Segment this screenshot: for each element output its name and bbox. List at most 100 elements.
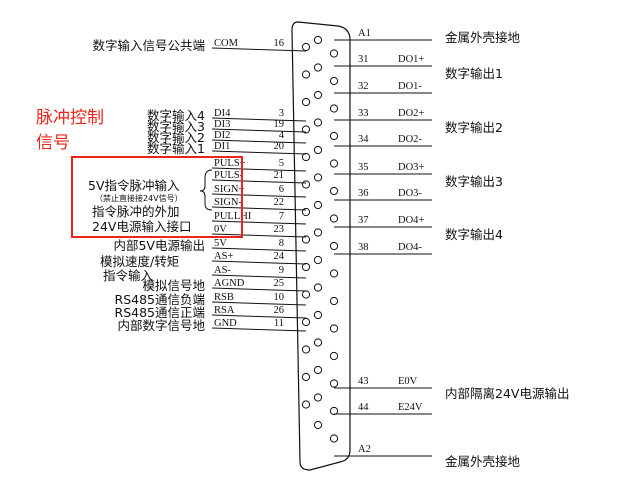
left-pin-label: 数字输入2	[147, 130, 205, 145]
hole	[301, 152, 311, 162]
left-signal-name: GND	[214, 318, 237, 329]
left-pin-number: 21	[274, 170, 285, 181]
hole	[313, 228, 323, 237]
left-wire	[211, 233, 307, 238]
left-pin-label: 数字输入信号公共端	[92, 38, 205, 53]
hole	[313, 283, 323, 292]
hole	[313, 173, 323, 182]
left-pin-number: 23	[274, 224, 285, 235]
left-wire	[211, 139, 307, 144]
right-signal-name: E24V	[398, 402, 423, 413]
pulse-input-label: 5V指令脉冲输入	[88, 178, 180, 193]
left-signal-name: 5V	[214, 238, 227, 249]
left-pin-label: 内部5V电源输出	[113, 238, 205, 253]
hole	[301, 372, 311, 382]
hole	[329, 324, 339, 333]
left-pin-label: 模拟信号地	[142, 278, 205, 293]
left-wire	[211, 150, 307, 155]
right-pin-desc: 数字输出1	[445, 66, 503, 81]
right-pin-desc: 金属外壳接地	[445, 30, 521, 45]
right-pin-desc: 内部隔离24V电源输出	[445, 386, 569, 401]
hole	[329, 104, 339, 113]
hole	[313, 118, 323, 127]
hole	[301, 125, 311, 134]
hole	[329, 214, 339, 223]
left-wire	[211, 260, 307, 265]
left-pin-label: 内部数字信号地	[117, 318, 205, 333]
left-pin-number: 24	[274, 251, 285, 262]
hole	[329, 76, 339, 86]
left-pin-number: 7	[279, 211, 284, 222]
hole	[301, 290, 311, 299]
left-signal-name: AGND	[214, 278, 245, 289]
right-pin-number: 38	[358, 242, 369, 253]
left-pin-number: 8	[279, 238, 284, 249]
left-wire	[211, 167, 307, 172]
hole	[301, 42, 311, 52]
left-signal-name: DI2	[214, 130, 230, 141]
left-pin-number: 10	[274, 292, 285, 303]
hole	[329, 379, 339, 388]
left-pin-label: RS485通信正端	[115, 305, 205, 320]
right-signal-name: DO2-	[398, 134, 422, 145]
right-pin-number: 37	[358, 215, 369, 226]
right-pin-number: 32	[358, 81, 369, 92]
annotation-line2: 信号	[36, 133, 70, 153]
left-wire	[211, 117, 307, 122]
left-pin-number: 25	[274, 278, 285, 289]
left-signal-name: DI1	[214, 141, 230, 152]
hole	[329, 269, 339, 278]
right-pin-desc: 金属外壳接地	[445, 454, 521, 469]
left-signal-name: PULS-	[214, 170, 244, 181]
right-pin-number: A2	[358, 444, 371, 455]
connector-holes	[301, 35, 339, 443]
hole	[301, 235, 311, 244]
hole	[313, 310, 323, 320]
right-signal-name: DO4+	[398, 215, 424, 226]
left-signal-name: 0V	[214, 224, 227, 235]
left-signal-name: RSB	[214, 292, 234, 303]
left-signal-name: SIGN+	[214, 184, 245, 195]
left-wire	[211, 314, 307, 319]
right-signal-name: DO4-	[398, 242, 422, 253]
right-pin-desc: 数字输出3	[445, 174, 503, 189]
left-wire	[211, 247, 307, 252]
hole	[329, 296, 339, 306]
hole	[329, 159, 339, 168]
left-wire	[211, 179, 307, 184]
left-pin-number: 11	[274, 318, 284, 329]
connector-body	[291, 21, 351, 471]
left-pin-number: 3	[279, 108, 284, 119]
left-pin-number: 6	[279, 184, 284, 195]
hole	[329, 406, 339, 416]
right-pin-number: A1	[358, 28, 371, 39]
hole	[313, 200, 323, 210]
left-signal-name: PULLHI	[214, 211, 252, 222]
pulse-24v-label2: 24V电源输入接口	[92, 219, 191, 234]
hole	[313, 90, 323, 100]
left-signal-name: COM	[214, 38, 239, 49]
right-signal-name: DO1-	[398, 81, 422, 92]
hole	[301, 262, 311, 272]
left-pin-number: 9	[279, 265, 284, 276]
pulse-input-note: （禁止直接接24V信号）	[95, 193, 183, 203]
right-signal-name: DO2+	[398, 108, 424, 119]
left-wire	[211, 193, 307, 198]
right-pin-number: 43	[358, 376, 369, 387]
left-signal-name: DI3	[214, 119, 230, 130]
analog-label2: 指令输入	[103, 268, 154, 283]
left-signal-name: DI4	[214, 108, 231, 119]
left-wire	[211, 327, 307, 332]
pulse-brace	[199, 169, 213, 211]
right-pin-number: 36	[358, 188, 369, 199]
left-pin-number: 16	[274, 38, 285, 49]
hole	[329, 131, 339, 141]
right-signal-name: DO3-	[398, 188, 422, 199]
hole	[313, 365, 323, 375]
right-pin-number: 33	[358, 108, 369, 119]
right-pin-desc: 数字输出4	[445, 227, 503, 242]
left-pin-number: 26	[274, 305, 285, 316]
